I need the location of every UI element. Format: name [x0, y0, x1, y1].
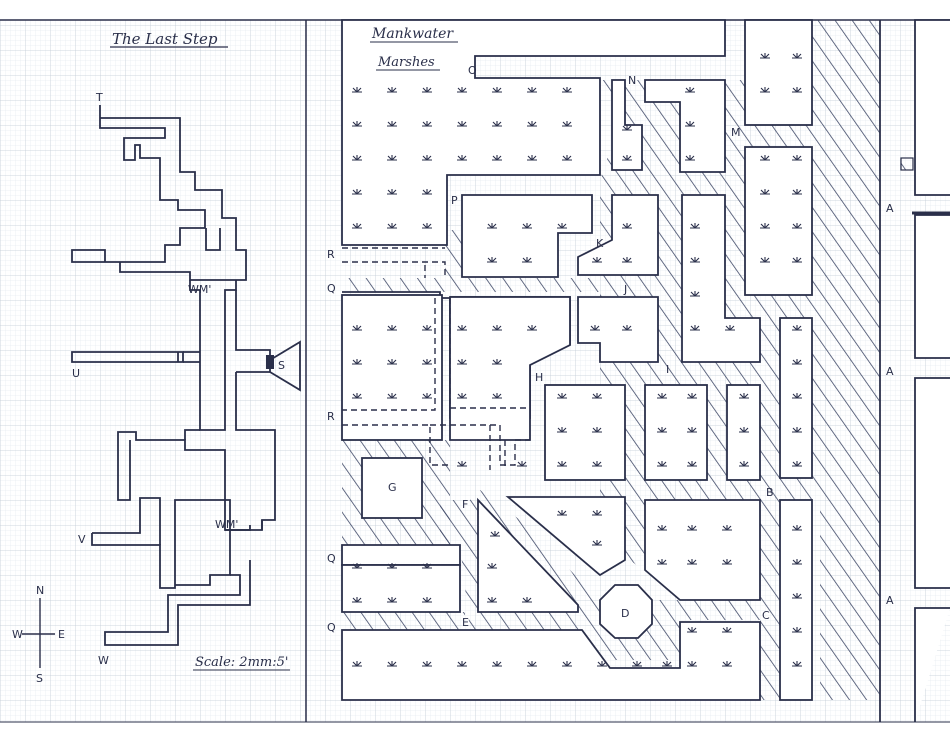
label-w: W: [98, 654, 109, 667]
right-map: Mankwater Marshes O N M P K J H I G F B …: [327, 19, 950, 722]
plot-triangle: [477, 497, 579, 613]
label-u: U: [72, 367, 80, 380]
label-f: F: [462, 498, 468, 511]
plot-b: [644, 499, 761, 601]
marsh-plots: [341, 19, 813, 701]
label-q-upper: Q: [327, 282, 336, 295]
left-map-title: The Last Step: [112, 30, 218, 48]
dungeon-corridors: [71, 105, 301, 646]
plot-north-west: [341, 19, 726, 246]
compass-south: S: [36, 672, 43, 685]
label-d: D: [621, 607, 629, 620]
label-t: T: [95, 91, 103, 104]
plot-h-west: [449, 296, 571, 441]
left-map: The Last Step T U V W S WM' WM' N S E W …: [12, 20, 307, 722]
plot-k: [577, 194, 659, 276]
label-o: O: [468, 64, 477, 77]
plot-l-shape: [681, 194, 761, 363]
plot-east-strip: [779, 317, 813, 479]
label-j: J: [623, 283, 627, 296]
plot-east-upper: [744, 146, 813, 296]
label-b: B: [766, 486, 774, 499]
plot-c-strip: [779, 499, 813, 701]
label-m: M: [731, 126, 741, 139]
plot-g: [361, 457, 423, 519]
plot-p: [461, 194, 593, 278]
scale-text: Scale: 2mm:5': [195, 655, 288, 670]
label-i: I: [666, 363, 669, 376]
compass-west: W: [12, 628, 23, 641]
label-s-entrance: S: [278, 359, 285, 372]
label-r-lower: R: [327, 410, 335, 423]
label-g: G: [388, 481, 397, 494]
plot-north-east: [744, 19, 813, 126]
dashed-boundaries: [342, 247, 530, 470]
plot-j: [577, 296, 659, 363]
small-marker-square: [900, 157, 914, 171]
compass-east: E: [58, 628, 65, 641]
right-map-title-line1: Mankwater: [371, 26, 454, 42]
right-map-title-line2: Marshes: [377, 55, 435, 70]
plot-r: [341, 294, 443, 441]
plot-q-lower: [341, 564, 461, 613]
label-k: K: [596, 237, 604, 250]
label-n: N: [628, 74, 636, 87]
label-a-upper: A: [886, 202, 894, 215]
plot-q-strip: [341, 544, 461, 566]
plot-f-east: [505, 496, 626, 577]
label-wm-upper: WM': [188, 283, 211, 296]
compass-north: N: [36, 584, 44, 597]
label-q-middle: Q: [327, 552, 336, 565]
label-r-upper: R: [327, 248, 335, 261]
label-q-lower: Q: [327, 621, 336, 634]
label-e: E: [462, 616, 469, 629]
label-a-middle: A: [886, 365, 894, 378]
far-east-blocks: [914, 19, 950, 722]
plot-south: [341, 621, 761, 701]
label-a-lower: A: [886, 594, 894, 607]
compass-rose: N S E W: [12, 584, 65, 685]
label-v: V: [78, 533, 86, 546]
label-p: P: [451, 194, 458, 207]
entrance-door: [266, 355, 274, 369]
tower-d: [599, 584, 653, 639]
label-wm-lower: WM': [215, 518, 238, 531]
label-c: C: [762, 609, 770, 622]
plot-i: [644, 384, 708, 481]
label-h: H: [535, 371, 543, 384]
